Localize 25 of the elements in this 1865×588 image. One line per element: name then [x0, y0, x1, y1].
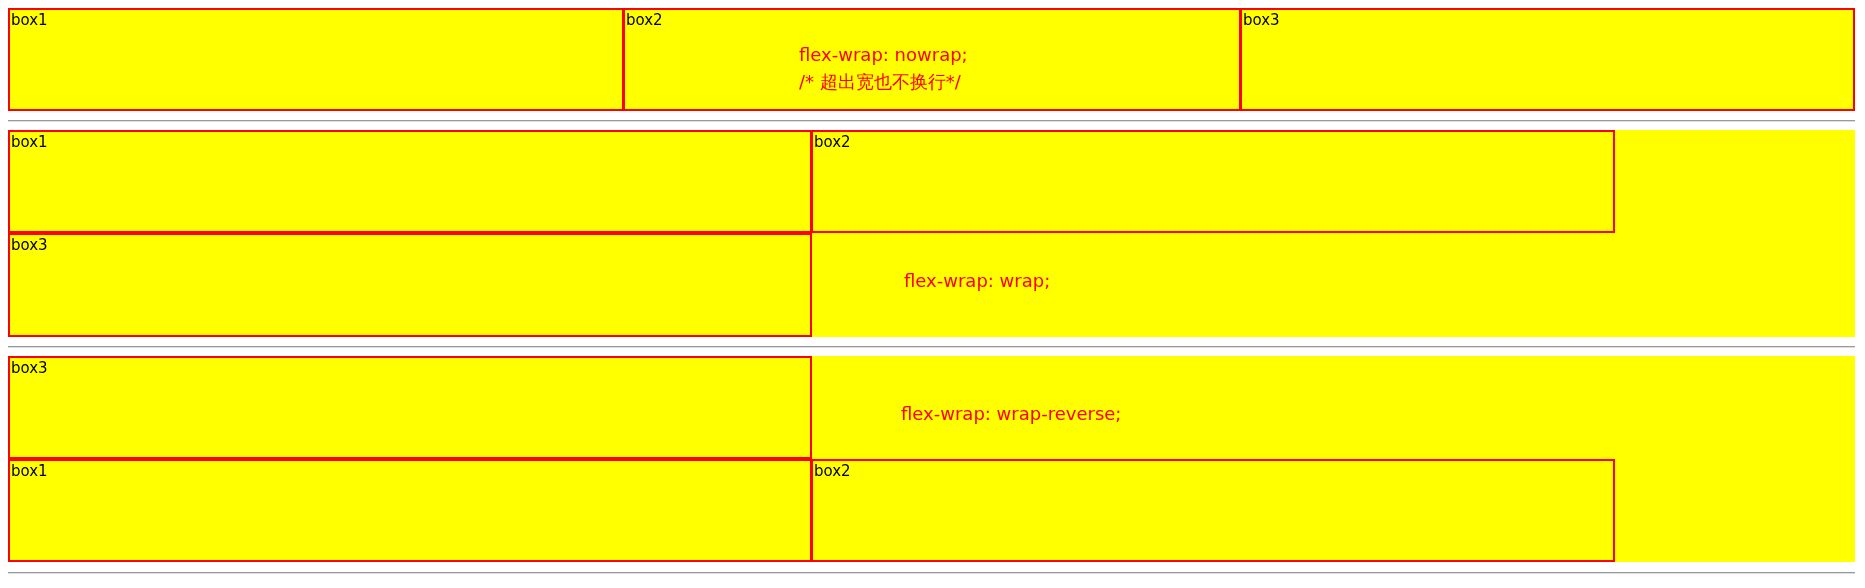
item-label: box1: [11, 133, 48, 151]
css-note: flex-wrap: wrap;: [904, 269, 1051, 293]
item-label: box3: [11, 236, 48, 254]
flex-item-box: [623, 8, 1241, 111]
css-note: /* 超出宽也不换行*/: [799, 70, 961, 94]
item-label: box1: [11, 11, 48, 29]
css-note: flex-wrap: nowrap;: [799, 43, 968, 67]
flex-item-box: [8, 130, 812, 233]
item-label: box3: [1243, 11, 1280, 29]
item-label: box1: [11, 462, 48, 480]
flex-item-box: [1240, 8, 1855, 111]
flex-item-box: [811, 130, 1615, 233]
flex-item-box: [8, 459, 812, 562]
item-label: box3: [11, 359, 48, 377]
flex-item-box: [811, 459, 1615, 562]
flex-item-box: [8, 233, 812, 337]
flex-container: [8, 130, 1855, 337]
css-note: flex-wrap: wrap-reverse;: [901, 402, 1122, 426]
flex-container: [8, 8, 1855, 111]
flex-item-box: [8, 8, 624, 111]
item-label: box2: [814, 462, 851, 480]
item-label: box2: [814, 133, 851, 151]
flex-item-box: [8, 356, 812, 459]
item-label: box2: [626, 11, 663, 29]
flex-container: [8, 356, 1855, 562]
